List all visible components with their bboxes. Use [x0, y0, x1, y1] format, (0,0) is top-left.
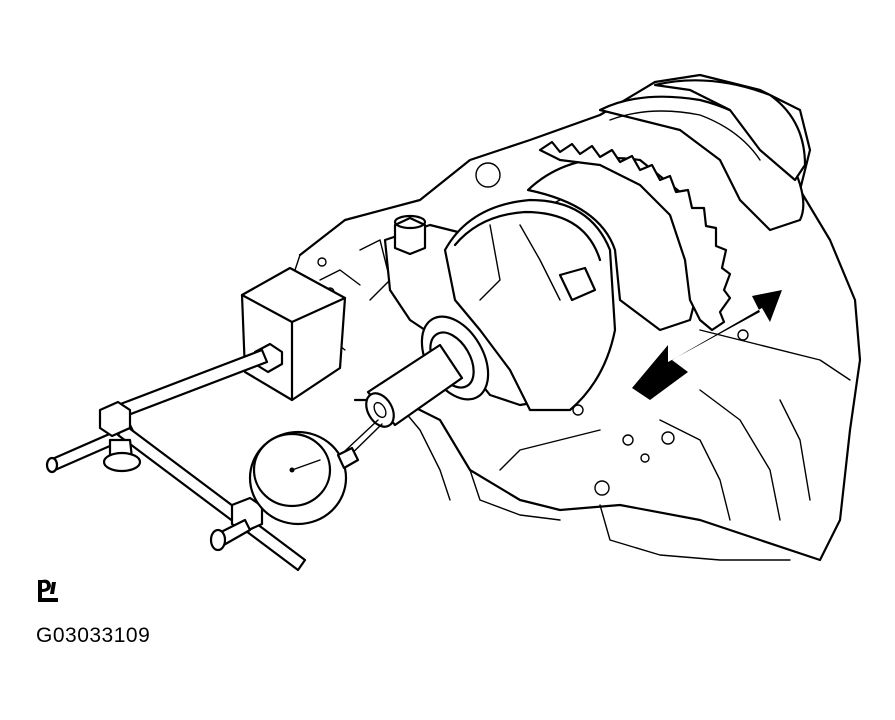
- timing-gear: [538, 79, 807, 332]
- crank-snout: [365, 315, 490, 428]
- magnetic-base: [240, 266, 347, 402]
- indicator-arm: [45, 348, 383, 572]
- figure-code: G03033109: [36, 624, 151, 647]
- double-arrow-icon: [632, 290, 782, 400]
- dial-indicator: [248, 430, 360, 526]
- service-symbol-icon: [38, 579, 58, 602]
